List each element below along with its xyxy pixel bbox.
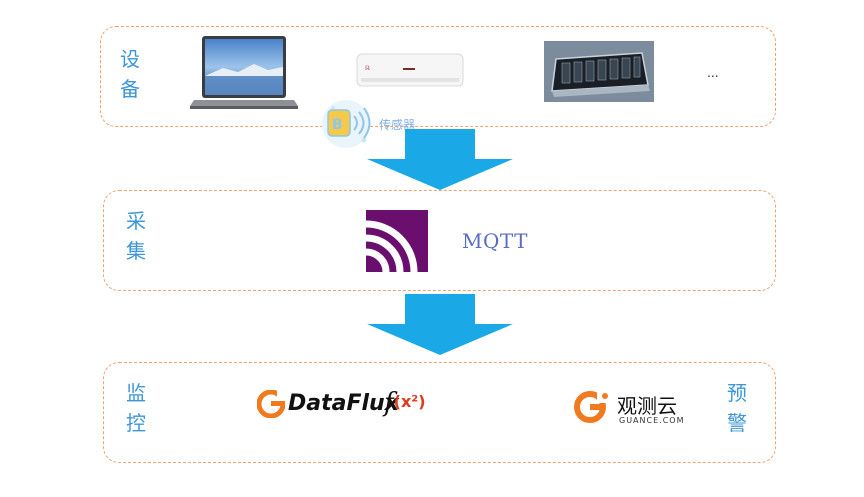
monitor-layer-label: 监 控 bbox=[126, 381, 146, 435]
dataflux-logo-icon bbox=[257, 390, 285, 418]
dataflux-text: DataFlux bbox=[288, 391, 399, 416]
sensor-label: 传感器 bbox=[379, 118, 416, 132]
guance-text: 观测云 bbox=[617, 394, 677, 418]
device-layer-label: 设 备 bbox=[120, 47, 140, 101]
monitor-layer-box bbox=[103, 362, 776, 463]
arrow-down-1 bbox=[367, 129, 513, 190]
svg-text:B: B bbox=[332, 117, 343, 133]
air-conditioner-image: ℝ bbox=[356, 53, 464, 87]
device-layer-box bbox=[100, 26, 776, 127]
mqtt-icon bbox=[366, 210, 428, 272]
sensor-icon: B bbox=[322, 100, 371, 148]
alert-label: 预 警 bbox=[727, 381, 747, 435]
guance-logo-icon bbox=[574, 390, 611, 423]
collect-layer-label: 采 集 bbox=[126, 209, 146, 263]
mqtt-label: MQTT bbox=[462, 229, 528, 253]
guance-sub-text: GUANCE.COM bbox=[619, 416, 685, 425]
laptop-image bbox=[190, 36, 298, 109]
svg-text:ℝ: ℝ bbox=[365, 65, 370, 72]
more-devices-ellipsis: ... bbox=[707, 64, 719, 80]
rack-device-image bbox=[544, 41, 654, 102]
dataflux-func-text: f(x²) bbox=[384, 388, 426, 418]
arrow-down-2 bbox=[367, 294, 513, 355]
collect-layer-box bbox=[103, 190, 776, 291]
